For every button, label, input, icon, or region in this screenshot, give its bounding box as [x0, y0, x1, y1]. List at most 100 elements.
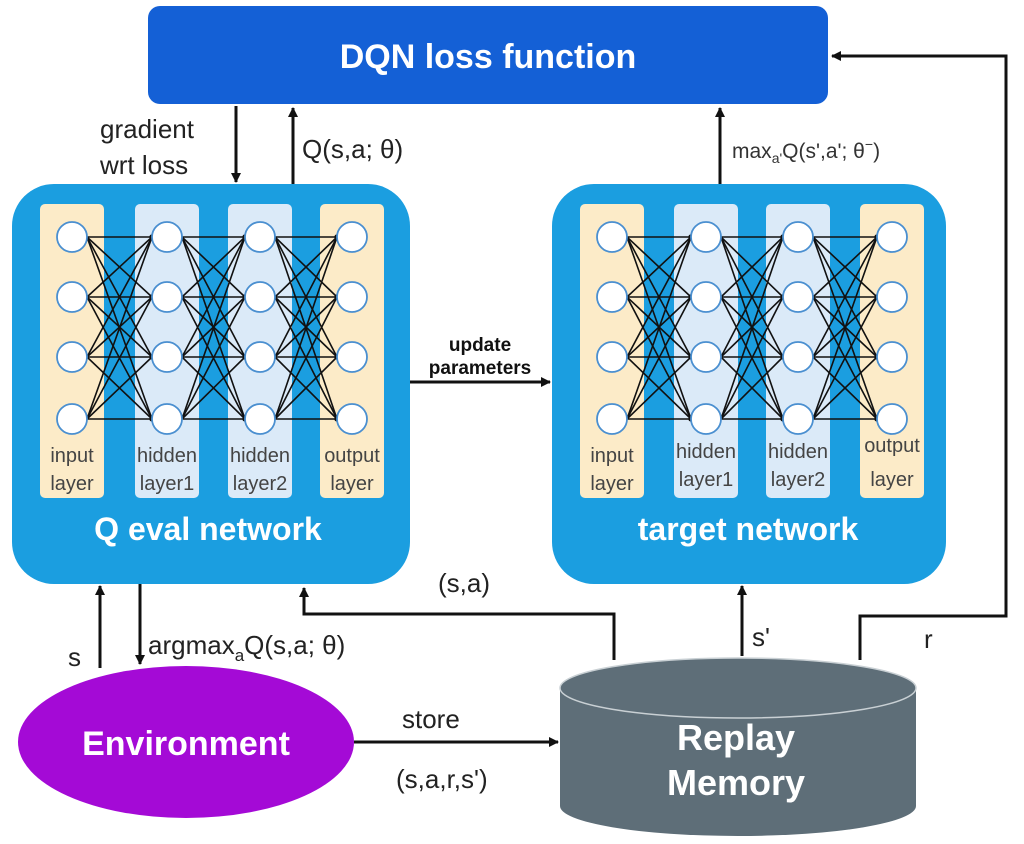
q-eval-neuron: [244, 341, 276, 373]
target-neuron: [596, 281, 628, 313]
q-eval-edge: [86, 294, 155, 420]
target-layer-2-label-1: hidden: [676, 441, 736, 463]
q-eval-neuron: [56, 221, 88, 253]
q-eval-neuron: [151, 281, 183, 313]
target-neuron: [782, 403, 814, 435]
target-edge: [626, 354, 694, 420]
q-eval-neuron: [151, 403, 183, 435]
environment-label: Environment: [82, 725, 290, 763]
q-eval-edge: [181, 354, 248, 420]
label-gradient-2: wrt loss: [99, 150, 188, 180]
label-update-1: update: [449, 335, 511, 356]
target-neuron: [690, 341, 722, 373]
label-max-target: maxa'Q(s',a'; θ−): [732, 136, 880, 166]
q-eval-network-panel: [12, 184, 410, 584]
q-eval-neuron: [244, 281, 276, 313]
target-network: input layer hidden layer1 hidden layer2 output…: [580, 204, 924, 498]
target-layer-1-label-1: input: [590, 445, 634, 467]
q-eval-neuron: [151, 341, 183, 373]
q-eval-edge: [274, 234, 340, 420]
q-eval-edge: [86, 354, 155, 420]
q-eval-layer-1-label-2: layer: [50, 473, 94, 495]
q-eval-edge: [181, 234, 248, 358]
label-gradient-1: gradient: [100, 114, 195, 144]
target-neuron: [690, 403, 722, 435]
q-eval-edge: [181, 294, 248, 420]
target-layer-3-label-1: hidden: [768, 441, 828, 463]
q-eval-layer-3-label-2: layer2: [233, 473, 287, 495]
target-edge: [812, 234, 880, 420]
label-sa: (s,a): [438, 568, 490, 598]
target-neuron: [690, 281, 722, 313]
q-eval-edge: [274, 234, 340, 298]
q-eval-edge: [86, 234, 155, 420]
dqn-loss-title: DQN loss function: [340, 38, 637, 76]
q-eval-neuron: [244, 403, 276, 435]
replay-memory-label-2: Memory: [667, 762, 805, 803]
target-neuron: [690, 221, 722, 253]
target-layer-3-label-2: layer2: [771, 469, 825, 491]
label-sars: (s,a,r,s'): [396, 764, 488, 794]
target-neuron: [596, 403, 628, 435]
label-s: s: [68, 642, 81, 672]
target-neuron: [596, 341, 628, 373]
target-edge: [812, 234, 880, 358]
target-edge: [626, 234, 694, 420]
label-update-2: parameters: [429, 358, 531, 379]
q-eval-layer-2-label-2: layer1: [140, 473, 194, 495]
q-eval-neuron: [56, 341, 88, 373]
replay-memory-node: Replay Memory: [559, 657, 917, 836]
q-eval-edge: [181, 234, 248, 420]
target-neuron: [782, 341, 814, 373]
label-store: store: [402, 704, 460, 734]
label-argmax: argmaxaQ(s,a; θ): [148, 630, 345, 665]
q-eval-neuron: [336, 281, 368, 313]
target-neuron: [782, 281, 814, 313]
replay-memory-label-1: Replay: [677, 717, 795, 758]
target-layer-2-label-2: layer1: [679, 469, 733, 491]
q-eval-layer-4-label-1: output: [324, 445, 380, 467]
environment-node: [18, 666, 354, 818]
q-eval-neuron: [56, 403, 88, 435]
target-network-title: target network: [638, 511, 859, 547]
arrow-r-to-loss: [831, 51, 1008, 660]
q-eval-layer-2-label-1: hidden: [137, 445, 197, 467]
target-layer-1-label-2: layer: [590, 473, 634, 495]
target-edge: [720, 294, 786, 420]
q-eval-edge: [274, 354, 340, 420]
q-eval-layer-3-label-1: hidden: [230, 445, 290, 467]
target-neuron: [596, 221, 628, 253]
q-eval-neuron: [244, 221, 276, 253]
target-edge: [720, 234, 786, 358]
target-edge: [812, 354, 880, 420]
target-edge: [812, 234, 880, 298]
q-eval-neuron: [336, 403, 368, 435]
target-neuron: [876, 281, 908, 313]
q-eval-edge: [274, 294, 340, 420]
q-eval-neuron: [151, 221, 183, 253]
target-edge: [720, 234, 786, 420]
target-layer-4-label-1: output: [864, 435, 920, 457]
dqn-loss-box: [148, 6, 828, 104]
q-eval-layer-1-label-1: input: [50, 445, 94, 467]
arrow-sa-to-qeval: [299, 587, 616, 660]
q-eval-edge: [86, 234, 155, 298]
target-neuron: [876, 403, 908, 435]
q-eval-edge: [181, 234, 248, 298]
q-eval-edge: [86, 234, 155, 358]
target-edge: [812, 294, 880, 420]
q-eval-neuron: [336, 341, 368, 373]
target-neuron: [876, 341, 908, 373]
q-eval-neuron: [56, 281, 88, 313]
target-edge: [626, 234, 694, 298]
q-eval-edge: [274, 234, 340, 358]
target-neuron: [876, 221, 908, 253]
label-q-value: Q(s,a; θ): [302, 134, 403, 164]
q-eval-layer-4-label-2: layer: [330, 473, 374, 495]
target-neuron: [782, 221, 814, 253]
target-layer-4-label-2: layer: [870, 469, 914, 491]
q-eval-neuron: [336, 221, 368, 253]
label-s-prime: s': [752, 622, 770, 652]
